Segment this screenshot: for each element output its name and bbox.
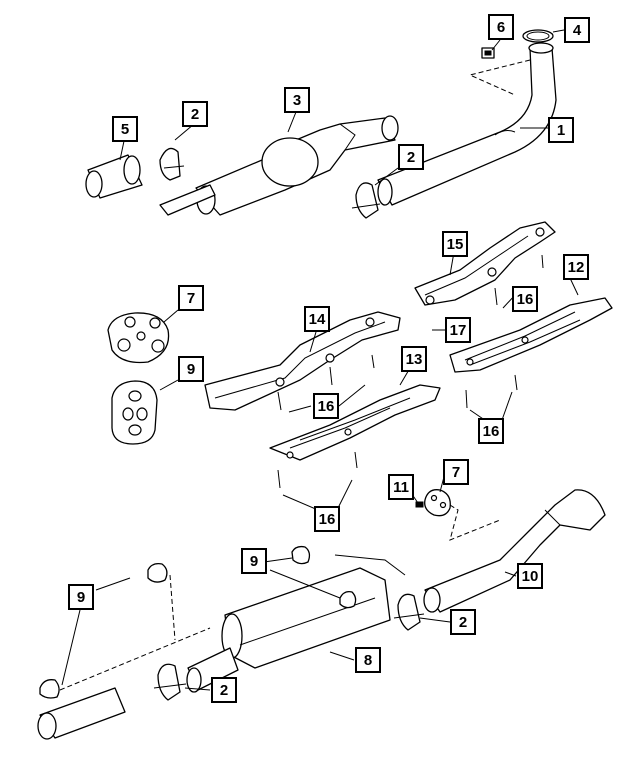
callout-3: 3 (284, 87, 310, 113)
callout-16-center: 16 (313, 393, 339, 419)
callout-15: 15 (442, 231, 468, 257)
callout-12: 12 (563, 254, 589, 280)
exhaust-pipe-end (85, 154, 143, 199)
flange-nut (481, 47, 495, 59)
callout-13: 13 (401, 346, 427, 372)
exhaust-isolator-lower (424, 489, 451, 517)
hanger-bolt (415, 501, 501, 541)
u-bolt-clamp-upper-right (351, 182, 381, 219)
callout-9-lower: 9 (68, 584, 94, 610)
callout-2-upper-left: 2 (182, 101, 208, 127)
callout-5: 5 (112, 116, 138, 142)
heat-shield-left (204, 311, 401, 411)
callout-10: 10 (517, 563, 543, 589)
callout-11: 11 (388, 474, 414, 500)
callout-2-lower-right: 2 (450, 609, 476, 635)
catalytic-converter (195, 115, 399, 216)
u-bolt-clamp-lower-right (393, 593, 425, 631)
hanger-isolator-upper (111, 380, 158, 445)
u-bolt-clamp-lower-left (153, 663, 187, 701)
callout-7-lower: 7 (443, 459, 469, 485)
u-bolt-clamp-upper-left (159, 147, 216, 216)
heat-shield-upper-right (414, 221, 556, 306)
exhaust-isolator-upper (107, 312, 170, 364)
callout-16-right-upper: 16 (512, 286, 538, 312)
callout-16-lower: 16 (314, 506, 340, 532)
callout-2-lower-left: 2 (211, 677, 237, 703)
heat-shield-right (449, 297, 613, 409)
tailpipe (37, 574, 211, 740)
hanger-isolator-mid (291, 545, 357, 609)
callout-8: 8 (355, 647, 381, 673)
callout-1: 1 (548, 117, 574, 143)
callout-9-upper: 9 (178, 356, 204, 382)
front-exhaust-pipe (377, 42, 557, 206)
callout-17: 17 (445, 317, 471, 343)
hanger-isolator-lower (39, 562, 168, 699)
pipe-clamp-ring (522, 29, 554, 43)
intermediate-pipe (423, 489, 606, 613)
callout-14: 14 (304, 306, 330, 332)
callout-4: 4 (564, 17, 590, 43)
callout-9-mid: 9 (241, 548, 267, 574)
callout-7-upper: 7 (178, 285, 204, 311)
callout-2-upper-right: 2 (398, 144, 424, 170)
heat-shield-center (269, 384, 441, 489)
callout-16-right-lower: 16 (478, 418, 504, 444)
callout-6: 6 (488, 14, 514, 40)
leader-lines (61, 29, 579, 691)
